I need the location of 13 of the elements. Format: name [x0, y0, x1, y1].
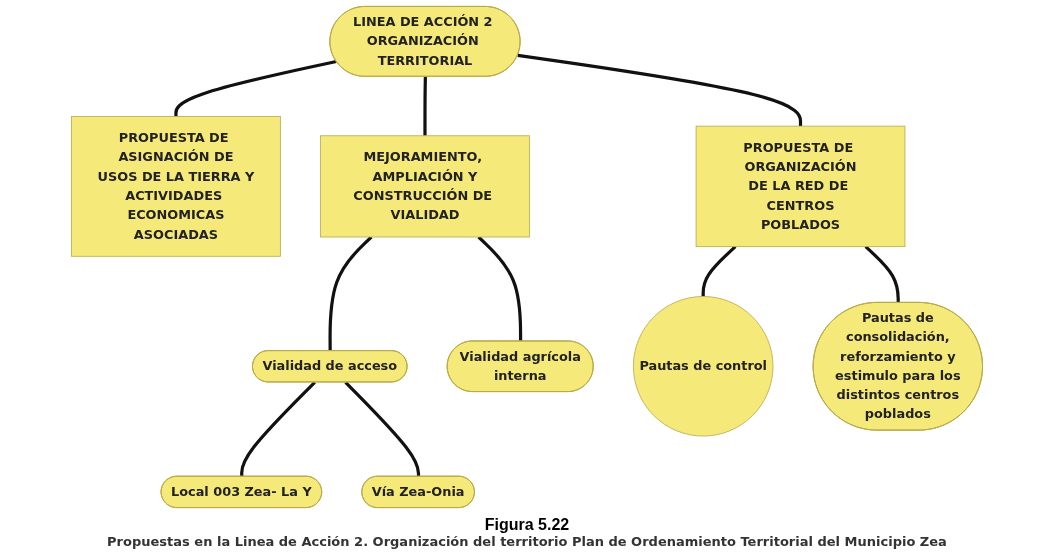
node-circle: Pautas de control	[633, 296, 774, 437]
connector	[423, 76, 427, 136]
connector	[517, 53, 803, 127]
connector	[344, 381, 421, 477]
connector	[240, 381, 316, 477]
connector	[701, 245, 737, 297]
node-box: MEJORAMIENTO, AMPLIACIÓN Y CONSTRUCCIÓN DE VIALIDAD	[320, 135, 530, 238]
connector	[864, 245, 900, 303]
connector	[174, 59, 337, 117]
node-box: PROPUESTA DE ORGANIZACIÓN DE LA RED DE CENTROS POBLADOS	[695, 125, 906, 248]
figure-number: Figura 5.22	[483, 516, 571, 534]
node-box: PROPUESTA DE ASIGNACIÓN DE USOS DE LA TIERRA Y ACTIVIDADES ECONOMICAS ASOCIADAS	[71, 116, 281, 257]
caption: Propuestas en la Linea de Acción 2. Organización del territorio Plan de Ordenamiento Territorial del Municipio Zea	[107, 534, 947, 549]
